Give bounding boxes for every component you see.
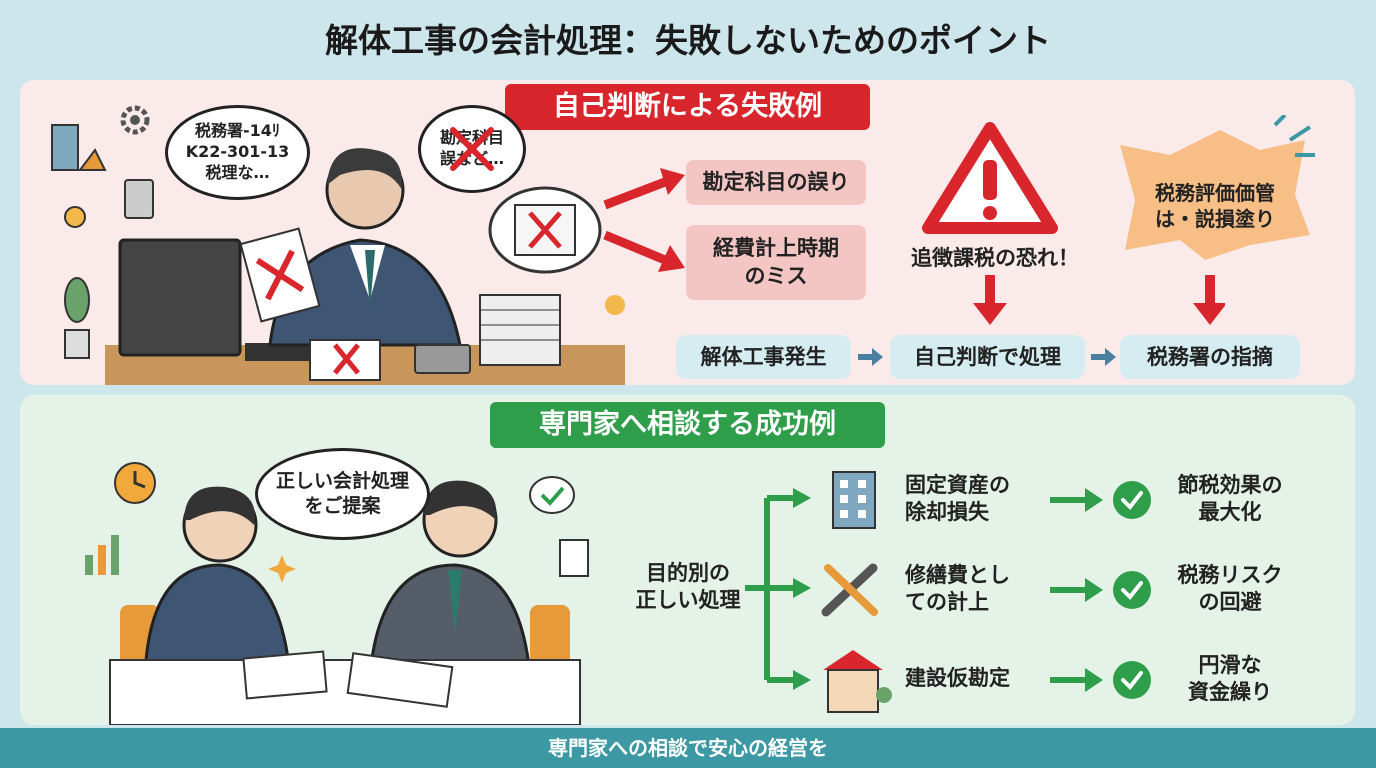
flow-step-self-processing: 自己判断で処理: [890, 335, 1085, 379]
method-line: 固定資産の: [905, 473, 1010, 497]
coin-icon: [64, 206, 86, 228]
bubble-line: 税務署-14ﾘ: [195, 121, 280, 141]
result-line: 円滑な: [1198, 653, 1262, 677]
result-line: の回避: [1198, 590, 1262, 615]
error-account-title: 勘定科目の誤り: [686, 160, 866, 205]
burst-line: 税務評価価管: [1155, 181, 1275, 205]
worried-accountant-illustration: [51, 105, 625, 385]
arrow-right-icon: [1050, 677, 1090, 683]
check-icon: [1113, 571, 1151, 609]
warning-label: 追徴課税の恐れ！: [911, 246, 1079, 270]
error-expense-timing: 経費計上時期 のミス: [686, 225, 866, 300]
result-line: 最大化: [1198, 500, 1262, 525]
flow-step-tax-office: 税務署の指摘: [1120, 335, 1300, 379]
speech-line: をご提案: [304, 495, 381, 517]
flow-step-demolition: 解体工事発生: [676, 335, 851, 379]
result-tax-saving: 節税効果の最大化: [1160, 472, 1300, 527]
warning-triangle-icon: [922, 122, 1058, 234]
method-construction-in-progress: 建設仮勘定: [905, 666, 1010, 690]
method-repair-cost: 修繕費としての計上: [905, 562, 1010, 617]
rejected-document: [239, 227, 321, 323]
burst-text: 税務評価価管は・説損塗り: [1125, 180, 1305, 232]
branch-arrows: [745, 488, 811, 690]
consultation-illustration: [85, 462, 589, 725]
result-line: 税務リスク: [1177, 563, 1283, 587]
expert-body: [368, 563, 532, 677]
check-bubble-icon: [529, 476, 575, 514]
gear-icon: [120, 105, 150, 135]
root-line: 目的別の: [646, 561, 730, 585]
method-line: 修繕費とし: [905, 563, 1010, 587]
expert-speech-bubble: 正しい会計処理をご提案: [255, 448, 430, 540]
arrow-right-icon: [1050, 587, 1090, 593]
bubble-line: K22-301-13: [185, 142, 290, 162]
check-icon: [1113, 481, 1151, 519]
keyboard: [245, 343, 315, 361]
plant-icon: [64, 277, 90, 359]
rejected-paper: [309, 339, 381, 381]
clock-icon: [114, 462, 156, 504]
method-fixed-asset: 固定資産の除却損失: [905, 472, 1010, 527]
red-down-arrows: [973, 275, 1225, 325]
bar-chart-icon: [85, 535, 119, 575]
arrow-right-icon: [1050, 497, 1090, 503]
page-title: 解体工事の会計処理：失敗しないためのポイント: [325, 21, 1051, 60]
footer-banner: 専門家への相談で安心の経営を: [0, 728, 1376, 768]
client-body: [143, 563, 292, 677]
burst-line: は・説損塗り: [1155, 207, 1275, 231]
office-building-icon: [51, 124, 107, 171]
alert-icon: [605, 295, 625, 315]
method-line: 除却損失: [905, 500, 989, 525]
house-building-icon: [823, 650, 892, 713]
bubble-line: 税理な…: [205, 162, 270, 182]
method-line: ての計上: [905, 590, 989, 615]
success-banner: 専門家へ相談する成功例: [490, 402, 885, 448]
result-line: 資金繰り: [1188, 680, 1272, 705]
document-stack: [479, 294, 561, 366]
monitor: [118, 238, 242, 357]
check-icon: [1113, 661, 1151, 699]
wrench-screwdriver-icon: [821, 563, 878, 617]
red-arrows: [603, 168, 685, 272]
root-label: 目的別の正しい処理: [618, 560, 758, 615]
arrow-right-icon: [858, 348, 883, 366]
result-risk-avoidance: 税務リスクの回避: [1160, 562, 1300, 617]
document-icon: [559, 539, 589, 577]
tax-burst: [1120, 115, 1315, 260]
calculator-icon: [124, 179, 154, 219]
office-building-icon: [832, 471, 876, 529]
speech-line: 正しい会計処理: [275, 470, 409, 493]
sparkle-icon: [268, 555, 296, 583]
calculator: [414, 344, 471, 374]
result-cash-flow: 円滑な資金繰り: [1160, 652, 1300, 707]
failure-banner: 自己判断による失敗例: [505, 84, 870, 130]
arrowheads: [1085, 488, 1103, 692]
table: [109, 659, 581, 725]
result-line: 節税効果の: [1177, 473, 1283, 497]
root-line: 正しい処理: [635, 588, 741, 613]
cross-icon: [450, 127, 494, 171]
arrow-right-icon: [1091, 348, 1116, 366]
rejected-ledger-icon: [514, 204, 576, 256]
